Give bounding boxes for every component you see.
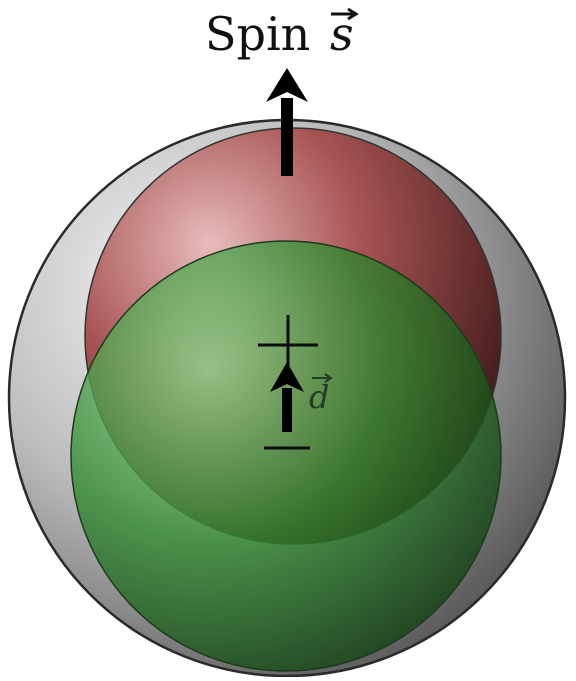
spin-title: Spin s bbox=[205, 7, 356, 61]
negative-charge-sphere bbox=[71, 241, 501, 671]
dipole-label: d bbox=[309, 374, 331, 416]
dipole-label-vector: d bbox=[309, 378, 329, 416]
spin-title-word: Spin bbox=[205, 7, 310, 61]
